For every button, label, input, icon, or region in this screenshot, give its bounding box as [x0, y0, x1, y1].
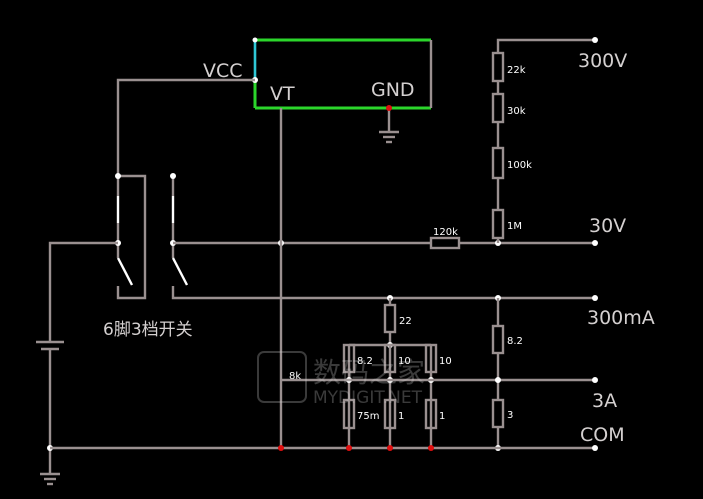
rotary-switch: [115, 173, 595, 300]
current-chain: [491, 295, 505, 451]
battery: [36, 241, 118, 486]
label-shunt-75m: 75m: [357, 411, 379, 422]
ground-symbol-module: [379, 105, 399, 144]
gnd-label: GND: [371, 79, 415, 101]
meter-module: [252, 37, 433, 110]
terminal-30v: 30V: [589, 215, 626, 237]
vcc-wire: [116, 78, 255, 176]
resistor-120k: [429, 236, 461, 250]
label-shunt-10-a: 10: [398, 356, 411, 367]
label-shunt-8-2: 8.2: [357, 356, 373, 367]
label-8k: 8k: [289, 371, 301, 382]
switch-label: 6脚3档开关: [103, 320, 193, 340]
terminal-com: COM: [580, 424, 625, 446]
watermark-en: MYDIGIT.NET: [313, 388, 423, 408]
junction: [252, 37, 258, 43]
label-current-3: 3: [507, 410, 513, 421]
label-shunt-1-a: 1: [398, 411, 404, 422]
vt-label: VT: [270, 83, 295, 105]
label-shunt-22: 22: [399, 316, 412, 327]
vcc-label: VCC: [203, 60, 243, 82]
label-30k: 30k: [507, 106, 526, 117]
label-120k: 120k: [433, 227, 458, 238]
terminal-3a: 3A: [592, 390, 617, 412]
label-1m: 1M: [507, 221, 522, 232]
voltage-divider-chain: [491, 37, 598, 243]
watermark-logo-icon: [257, 351, 307, 403]
label-22k: 22k: [507, 65, 526, 76]
watermark: 数码之家 MYDIGIT.NET: [257, 351, 425, 408]
terminal-300ma: 300mA: [587, 307, 655, 329]
label-100k: 100k: [507, 160, 532, 171]
label-shunt-1-b: 1: [439, 411, 445, 422]
label-shunt-10-b: 10: [439, 356, 452, 367]
terminal-300v: 300V: [578, 50, 627, 72]
watermark-cn: 数码之家: [313, 356, 425, 389]
label-current-8-2: 8.2: [507, 336, 523, 347]
